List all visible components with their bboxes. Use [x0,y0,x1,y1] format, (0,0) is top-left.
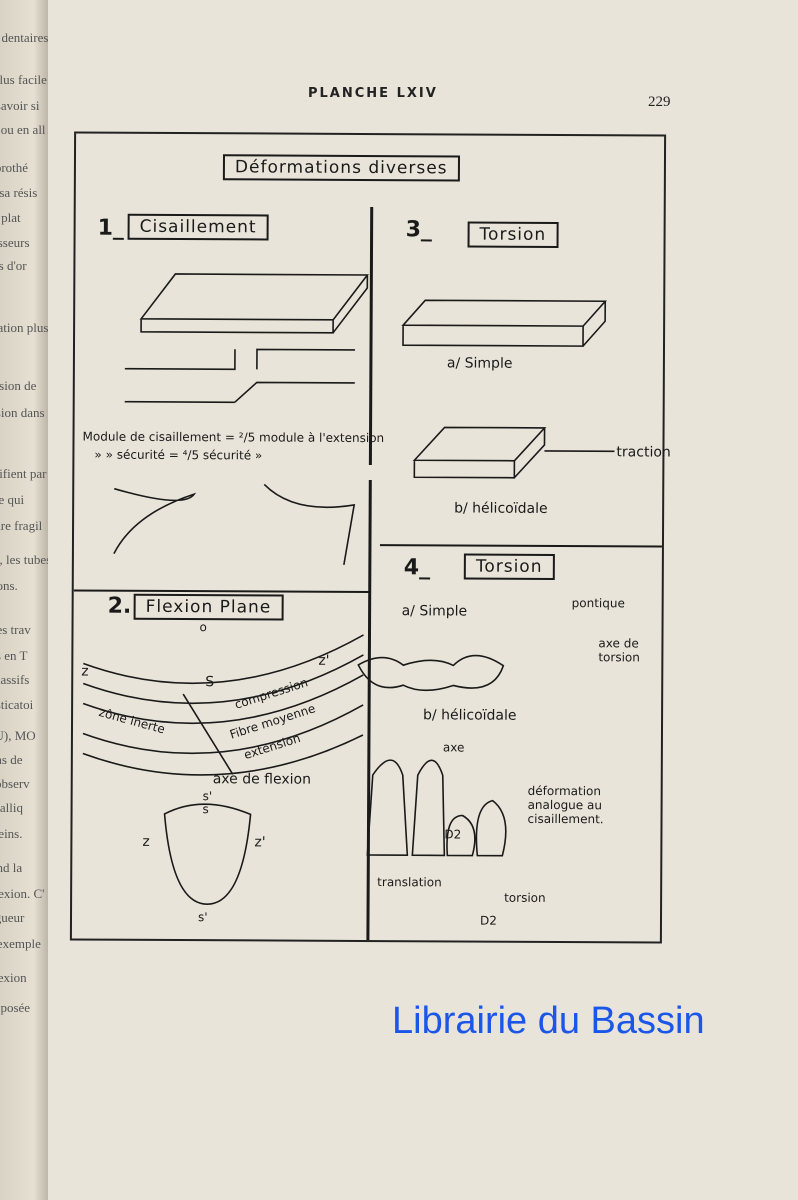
left-page-line: les rendre fragil [0,518,43,533]
left-page-line: nts métalliq [0,800,24,815]
s3-a-label: a/ Simple [446,355,513,372]
label-s-bottom: s [202,802,209,817]
left-page-line: poutre posée [0,1000,31,1015]
s4-a-label: a/ Simple [401,603,468,620]
pontique-label: pontique [571,596,625,611]
left-page-line: déformation plus [0,320,48,335]
s4-number: 4_ [403,555,431,581]
label-axe-flexion: axe de flexion [212,771,312,788]
left-page-line: à tenons de [0,752,23,767]
label-z-prime: z' [318,652,330,669]
left-page-line: cette flexion [0,970,27,985]
label-o: o [199,620,207,635]
s1-line1: Module de cisaillement = ²/5 module à l'… [82,429,385,446]
label-z: z [81,663,89,680]
left-page-line: es en L, les tubes [0,552,48,567]
left-page-line: D (en U), MO [0,728,36,743]
left-page-line: es épaisseurs [0,235,30,250]
left-page-line: ces masticatoi [0,697,34,712]
s1-title: Cisaillement [127,213,269,241]
label-z-prime-section: z' [254,834,266,851]
plate-lines [73,207,662,941]
plate-header: PLANCHE LXIV [308,86,438,101]
plate-title: Déformations diverses [222,154,460,182]
left-page-line: ire par exemple [0,936,41,951]
traction-label: traction [616,444,671,461]
left-page-line: nt est plus facile [0,72,47,87]
s1-number: 1_ [97,215,124,241]
axe-label: axe [442,740,465,755]
left-page-line: sa longueur [0,910,25,925]
left-page-line: ste quand la [0,860,23,875]
left-page-line: othèses dentaires [0,30,48,45]
s2-title: Flexion Plane [133,593,284,621]
left-page-line: le de flexion. C' [0,886,45,901]
label-s-prime-top: s' [202,789,213,804]
s3-number: 3_ [405,217,432,243]
label-s-prime-bottom: s' [197,910,208,925]
left-page-line: ents pleins. [0,826,23,841]
left-page-line: carènes en T [0,648,28,663]
s3-b-label: b/ hélicoïdale [454,500,548,517]
left-page-line: reté et sa résis [0,185,38,200]
left-page-line: orme des trav [0,622,31,637]
s1-line2: » » sécurité = ⁴/5 sécurité » [94,447,263,463]
torsion-label: torsion [504,890,546,905]
label-s: S [205,674,215,691]
s4-b-label: b/ hélicoïdale [423,707,517,724]
left-page-line: alliages d'or [0,258,27,273]
d2-bottom-label: D2 [479,913,497,928]
left-page-line: sons massifs [0,672,30,687]
left-page-line: tériau prothé [0,160,29,175]
left-page-line: algame ou en all [0,122,46,137]
label-z-section: z [142,833,150,850]
left-page-line: C'est ce qui [0,492,25,507]
left-page-line: se modifient par [0,466,47,481]
left-page: othèses dentaires nt est plus facile on de… [0,0,48,1200]
page-number: 229 [648,94,671,110]
d2-label: D2 [444,827,462,842]
left-page-line: mpression dans [0,405,45,420]
translation-label: translation [377,875,442,890]
s2-number: 2. [107,593,132,619]
axe-torsion-label: axe de torsion [598,636,640,665]
plate-figure: Déformations diverses 1_ Cisaillement Mo… [69,131,671,944]
left-page-line: même observ [0,776,30,791]
deformation-note: déformation analogue au cisaillement. [527,783,604,827]
left-page-line: Les ors plat [0,210,21,225]
s3-title: Torsion [467,221,559,248]
watermark: Librairie du Bassin [392,1000,705,1042]
s4-title: Torsion [463,553,555,580]
left-page-line: e extension de [0,378,37,393]
left-page-line: structions. [0,578,18,593]
left-page-line: on de savoir si [0,98,40,113]
